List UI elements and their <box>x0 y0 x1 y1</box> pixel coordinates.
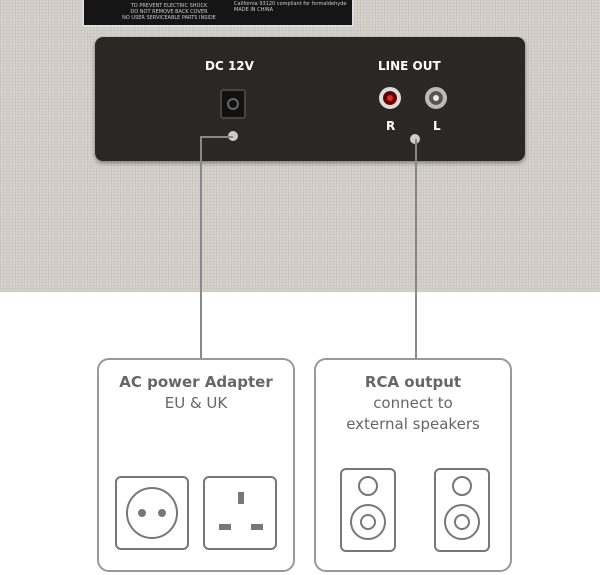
connector-line <box>200 136 202 358</box>
ac-subtitle: EU & UK <box>164 394 228 412</box>
label-text: TO PREVENT ELECTRIC SHOCK <box>130 3 208 9</box>
uk-socket-icon <box>203 476 277 550</box>
dc-jack <box>220 89 246 119</box>
connector-line <box>415 139 417 358</box>
ac-adapter-box: AC power Adapter EU & UK <box>97 358 295 572</box>
rca-output-box: RCA output connect to external speakers <box>314 358 512 572</box>
ac-title: AC power Adapter <box>119 373 273 391</box>
label-text: DO NOT REMOVE BACK COVER <box>130 9 208 15</box>
rca-jack-left <box>425 87 447 109</box>
eu-socket-icon <box>115 476 189 550</box>
line-out-label: LINE OUT <box>378 59 441 73</box>
label-text: NO USER SERVICEABLE PARTS INSIDE <box>122 15 216 21</box>
rca-title: RCA output <box>364 373 462 391</box>
l-label: L <box>433 119 441 133</box>
label-text: MADE IN CHINA <box>234 7 274 13</box>
r-label: R <box>386 119 396 133</box>
rear-panel: DC 12V LINE OUT R L <box>95 37 525 161</box>
dot <box>228 131 238 141</box>
rca-line2: external speakers <box>346 415 480 433</box>
dc-label: DC 12V <box>205 59 254 73</box>
speaker-icon <box>434 468 490 552</box>
speaker-icon <box>340 468 396 552</box>
label-text: California 93120 compliant for formaldeh… <box>234 1 347 7</box>
connector-line <box>200 136 233 138</box>
rca-jack-right <box>379 87 401 109</box>
rca-line1: connect to <box>373 394 453 412</box>
